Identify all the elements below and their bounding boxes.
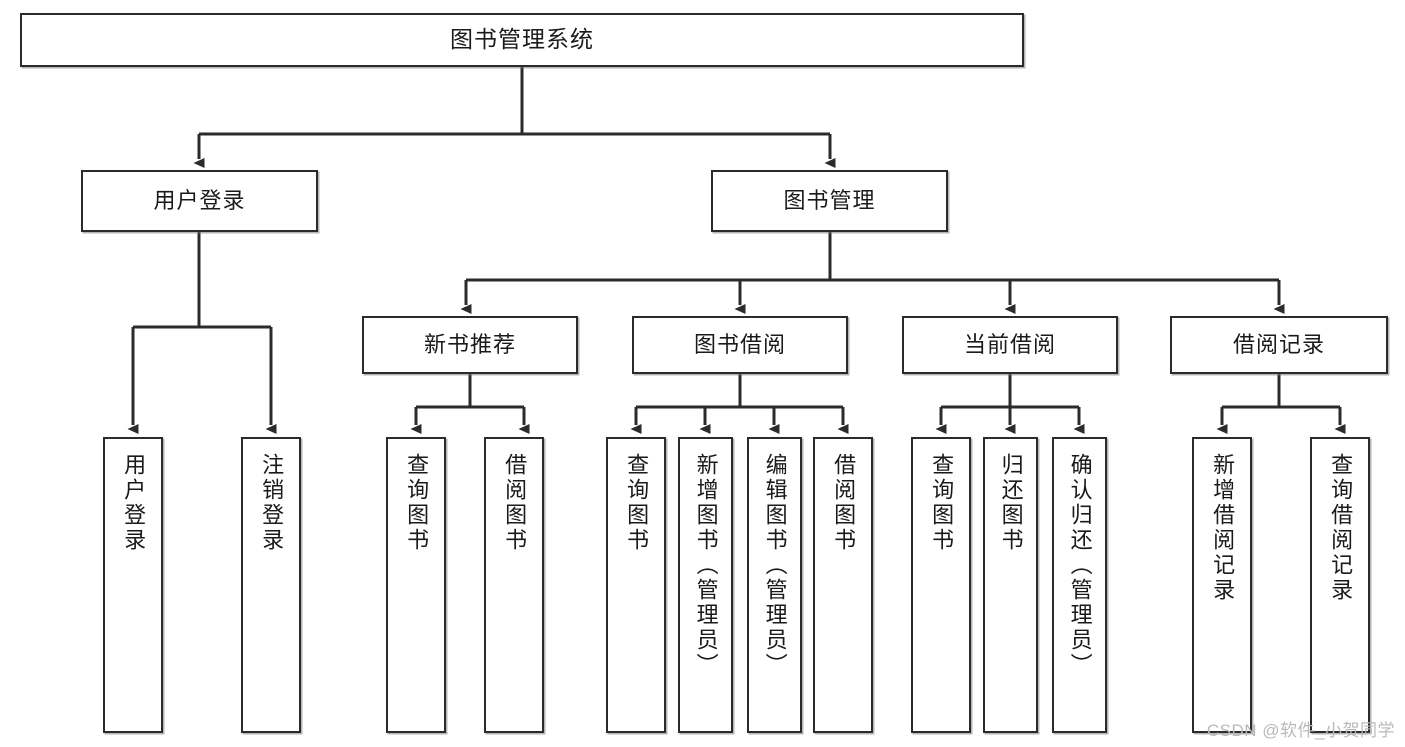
node-book-borrow[interactable]: 图书借阅 (632, 316, 848, 374)
node-new-book-recommend[interactable]: 新书推荐 (362, 316, 578, 374)
leaf-user-login[interactable]: 用户登录 (103, 437, 163, 733)
node-label: 查询图书 (624, 453, 650, 553)
node-label: 查询图书 (404, 453, 430, 553)
node-label: 新书推荐 (423, 332, 516, 358)
node-label: 借阅图书 (831, 453, 857, 553)
node-label: 用户登录 (153, 188, 246, 214)
node-label: 图书管理 (783, 188, 876, 214)
node-label: 编辑图书（管理员） (762, 453, 788, 678)
node-label: 用户登录 (121, 453, 147, 553)
leaf-query-book-current[interactable]: 查询图书 (911, 437, 971, 733)
node-label: 借阅记录 (1232, 332, 1325, 358)
node-user-login[interactable]: 用户登录 (81, 170, 318, 232)
leaf-query-book-recommend[interactable]: 查询图书 (386, 437, 446, 733)
node-label: 归还图书 (998, 453, 1024, 553)
leaf-edit-book-admin[interactable]: 编辑图书（管理员） (747, 437, 802, 733)
node-borrow-record[interactable]: 借阅记录 (1170, 316, 1388, 374)
leaf-query-book-borrow[interactable]: 查询图书 (606, 437, 666, 733)
leaf-return-book[interactable]: 归还图书 (983, 437, 1038, 733)
node-label: 确认归还（管理员） (1067, 453, 1093, 678)
leaf-add-book-admin[interactable]: 新增图书（管理员） (678, 437, 733, 733)
node-label: 查询图书 (929, 453, 955, 553)
node-label: 当前借阅 (963, 332, 1056, 358)
node-label: 借阅图书 (502, 453, 528, 553)
node-label: 图书借阅 (693, 332, 786, 358)
node-label: 查询借阅记录 (1328, 453, 1354, 603)
csdn-watermark: CSDN @软件_小贺同学 (1206, 721, 1395, 740)
leaf-query-borrow-record[interactable]: 查询借阅记录 (1310, 437, 1370, 733)
leaf-borrow-book[interactable]: 借阅图书 (813, 437, 873, 733)
leaf-borrow-book-recommend[interactable]: 借阅图书 (484, 437, 544, 733)
leaf-confirm-return-admin[interactable]: 确认归还（管理员） (1052, 437, 1107, 733)
node-current-borrow[interactable]: 当前借阅 (902, 316, 1118, 374)
node-book-management[interactable]: 图书管理 (711, 170, 948, 232)
node-label: 新增图书（管理员） (693, 453, 719, 678)
leaf-add-borrow-record[interactable]: 新增借阅记录 (1192, 437, 1252, 733)
node-root-system[interactable]: 图书管理系统 (20, 13, 1024, 67)
leaf-logout[interactable]: 注销登录 (241, 437, 301, 733)
node-label: 图书管理系统 (450, 26, 594, 53)
node-label: 新增借阅记录 (1210, 453, 1236, 603)
node-label: 注销登录 (259, 453, 285, 553)
